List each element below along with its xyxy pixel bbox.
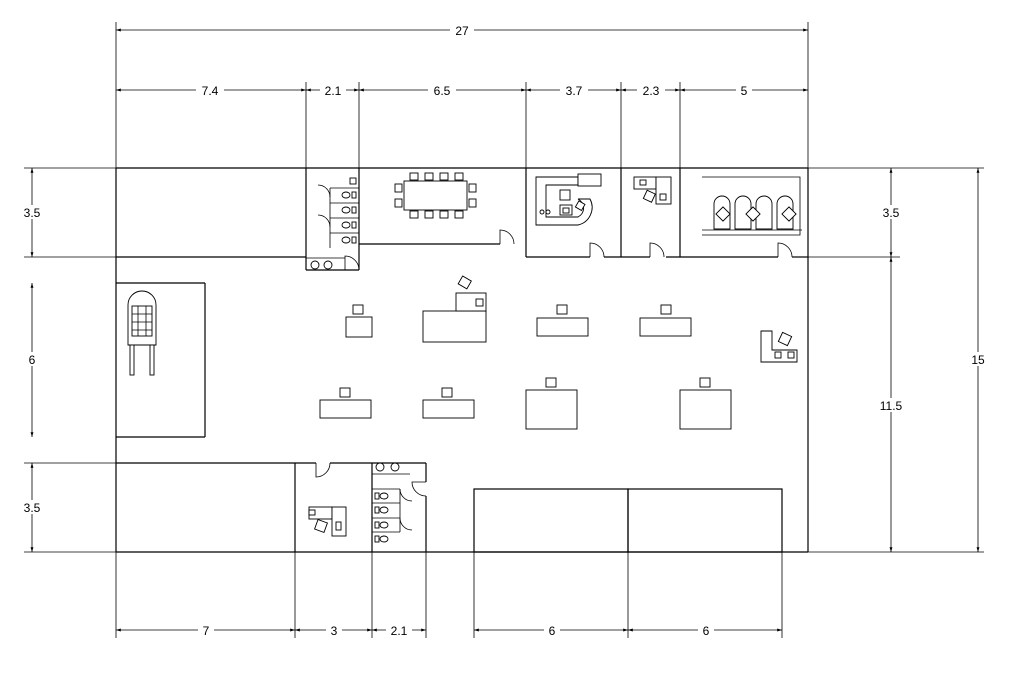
dimension-top-row: 7.4 2.1 6.5 3.7 2.3 5: [116, 83, 808, 98]
dimension-bottom-row: 7 3 2.1 6 6: [116, 623, 782, 638]
dim-label-bottom-2: 3: [331, 624, 338, 638]
dim-label-bottom-4: 6: [549, 624, 556, 638]
dim-label-bottom-3: 2.1: [391, 624, 408, 638]
toilet-icon: [341, 177, 357, 244]
sink-icon: [310, 260, 333, 270]
dimension-top-total: 27: [116, 23, 808, 38]
dining-furniture: [127, 290, 157, 376]
office-desk-top: [633, 176, 672, 205]
sink-icon: [375, 462, 400, 472]
open-office-desks: [319, 275, 798, 430]
dim-label-right-1: 3.5: [883, 206, 900, 220]
dim-label-right-2: 11.5: [880, 399, 903, 413]
dim-label-left-1: 3.5: [24, 206, 41, 220]
dim-label-top-total: 27: [455, 24, 469, 38]
restroom-top: [306, 177, 359, 270]
dim-label-left-3: 3.5: [24, 501, 41, 515]
dim-label-top-6: 5: [741, 84, 748, 98]
chair-icon: [394, 172, 477, 219]
dim-label-bottom-5: 6: [703, 624, 710, 638]
office-desk-bottom: [308, 506, 347, 537]
lounge-seating: [702, 176, 802, 236]
toilet-icon: [374, 492, 389, 543]
building-walls: [115, 167, 809, 553]
door-swings: [315, 229, 793, 497]
dimension-left-column: 3.5 6 3.5: [18, 167, 46, 552]
dim-label-top-1: 7.4: [202, 84, 219, 98]
reception-desk: [535, 173, 602, 226]
dim-label-top-3: 6.5: [434, 84, 451, 98]
dim-label-bottom-1: 7: [203, 624, 210, 638]
dim-label-top-4: 3.7: [566, 84, 583, 98]
dim-label-right-total: 15: [971, 353, 985, 367]
dim-label-top-2: 2.1: [325, 84, 342, 98]
dimension-right-column: 3.5 11.5 15: [875, 167, 990, 552]
conference-table: [394, 172, 477, 219]
restroom-bottom: [372, 462, 413, 543]
dim-label-top-5: 2.3: [643, 84, 660, 98]
dim-label-left-2: 6: [29, 353, 36, 367]
